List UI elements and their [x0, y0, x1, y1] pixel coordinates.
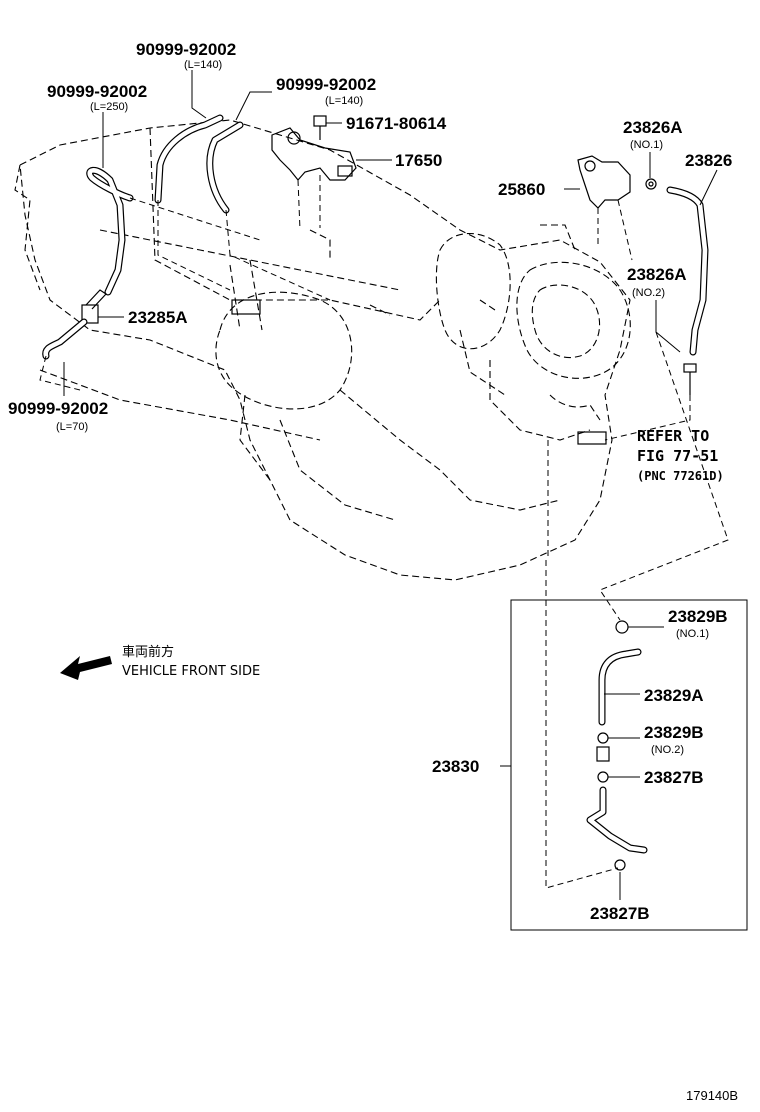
engine-outline [14, 119, 631, 581]
label-clamp-b-upper-part: 23827B [644, 768, 704, 787]
dashed-connections [39, 175, 729, 889]
label-clamp-no1-note: (NO.1) [676, 628, 709, 640]
label-clamp-no1-part: 23829B [668, 607, 728, 626]
label-fitting-part: 23285A [128, 308, 188, 327]
label-hose-top-right-part: 90999-92002 [276, 75, 376, 94]
label-union-part: 25860 [498, 180, 545, 199]
label-hose-top-left-length: (L=250) [90, 101, 128, 113]
assembly-parts-graphic [586, 620, 648, 871]
figure-id: 179140B [686, 1088, 738, 1103]
union-graphic [577, 155, 631, 209]
label-clamp-no2-note: (NO.2) [651, 744, 684, 756]
label-clamp-no2-part: 23829B [644, 723, 704, 742]
label-hose-top-right-length: (L=140) [325, 95, 363, 107]
hose-bottom-left-graphic [42, 318, 88, 360]
bolt-graphic [313, 115, 327, 140]
hose-top-left-graphic [86, 166, 134, 296]
label-valve-part: 17650 [395, 151, 442, 170]
label-hose-bottom-left-length: (L=70) [56, 421, 88, 433]
label-clip-no1-note: (NO.1) [630, 139, 663, 151]
vehicle-front-arrow-icon [60, 656, 112, 680]
label-clamp-b-lower-part: 23827B [590, 904, 650, 923]
hose-top-center-graphic [154, 114, 224, 204]
label-clip-no1-part: 23826A [623, 118, 683, 137]
hose-pipe-graphic [666, 186, 709, 356]
label-front-side-japanese: 車両前方 [122, 644, 174, 660]
label-hose-top-center-length: (L=140) [184, 59, 222, 71]
label-reference-line2: FIG 77-51 [637, 447, 718, 465]
label-front-side-english: VEHICLE FRONT SIDE [122, 664, 260, 679]
assembly-box [510, 599, 748, 931]
label-hose-bottom-left-part: 90999-92002 [8, 399, 108, 418]
label-reference-line1: REFER TO [637, 427, 709, 445]
label-hose-pipe-part: 23826 [685, 151, 732, 170]
label-bolt-part: 91671-80614 [346, 114, 447, 133]
label-clip-no2-part: 23826A [627, 265, 687, 284]
clip-no2-graphic [683, 363, 697, 395]
engine-fitting-graphic [231, 299, 607, 445]
label-clip-no2-note: (NO.2) [632, 287, 665, 299]
clip-no1-graphic [645, 178, 657, 190]
hose-top-right-graphic [206, 121, 244, 214]
label-hose-a-part: 23829A [644, 686, 704, 705]
label-reference-line3: (PNC 77261D) [637, 469, 724, 483]
leader-lines [63, 70, 718, 900]
label-hose-top-left-part: 90999-92002 [47, 82, 147, 101]
label-assembly-part: 23830 [432, 757, 479, 776]
label-hose-top-center-part: 90999-92002 [136, 40, 236, 59]
fitting-graphic [81, 289, 107, 324]
valve-graphic [271, 127, 357, 181]
